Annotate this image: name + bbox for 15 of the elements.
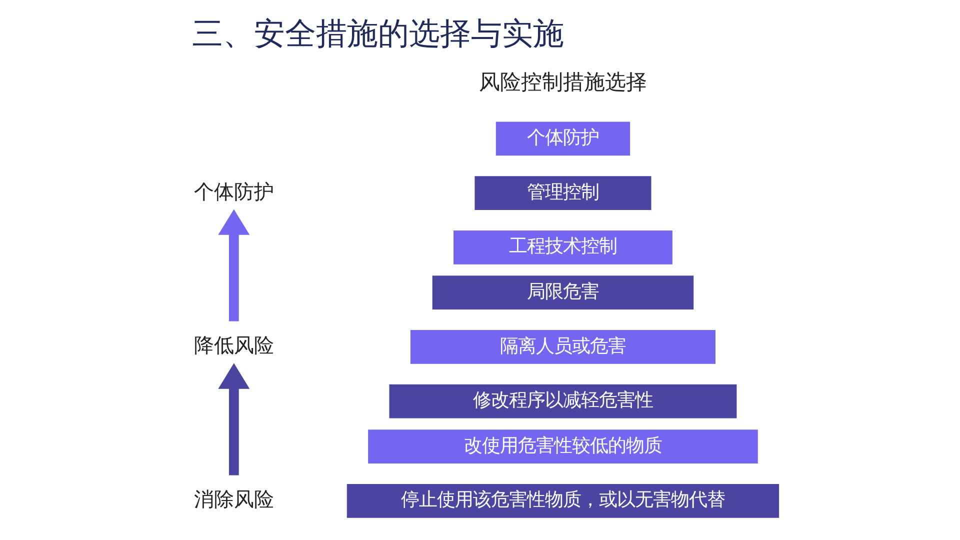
node-box: 改使用危害性较低的物质 xyxy=(368,430,758,464)
diagram-title: 三、安全措施的选择与实施 xyxy=(192,16,564,52)
node-box: 工程技术控制 xyxy=(454,230,672,264)
node-box: 管理控制 xyxy=(474,176,652,210)
node-box: 停止使用该危害性物质，或以无害物代替 xyxy=(346,484,780,518)
arrow xyxy=(218,363,250,476)
node-box: 修改程序以减轻危害性 xyxy=(389,384,737,418)
node-text: 消除风险 xyxy=(194,488,274,512)
node-box: 隔离人员或危害 xyxy=(410,330,716,364)
node-text: 降低风险 xyxy=(194,334,274,358)
node-box: 局限危害 xyxy=(432,276,694,310)
label: 风险控制措施选择 xyxy=(478,69,647,94)
node-text: 个体防护 xyxy=(194,180,274,204)
node-box: 个体防护 xyxy=(496,122,630,156)
arrow xyxy=(218,209,250,322)
